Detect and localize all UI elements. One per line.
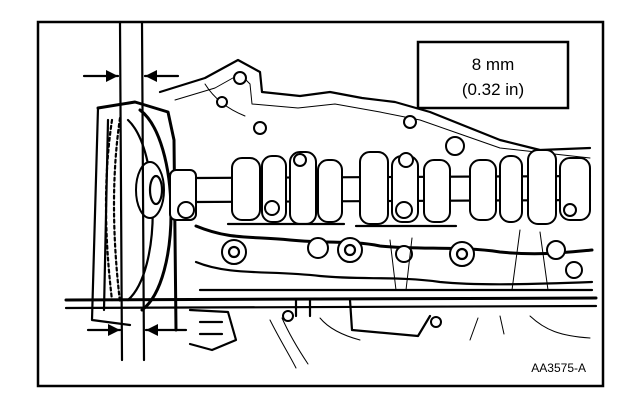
figure-id: AA3575-A <box>531 361 586 375</box>
spec-callout-box: 8 mm (0.32 in) <box>416 40 570 110</box>
measurement-8mm-indicator <box>82 20 188 362</box>
engine-cylinder-head-drawing <box>64 58 598 369</box>
callout-metric: 8 mm <box>472 55 515 74</box>
figure-border <box>36 20 605 388</box>
callout-imperial: (0.32 in) <box>462 80 524 99</box>
